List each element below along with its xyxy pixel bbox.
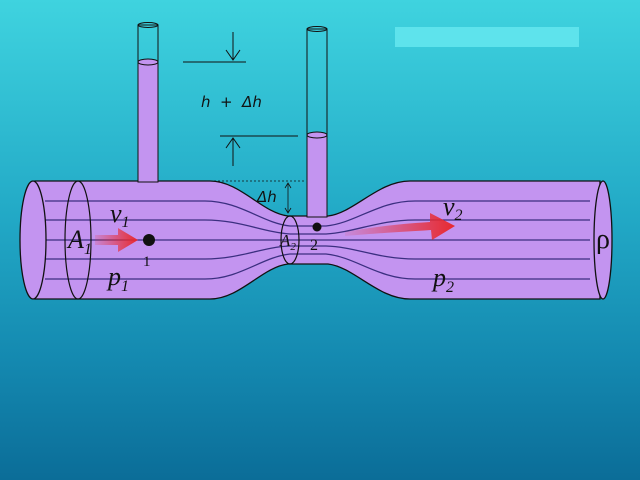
height-label: h + Δh xyxy=(201,93,262,111)
flow-arrow-2 xyxy=(345,213,455,240)
point-1-label: 1 xyxy=(143,254,151,270)
velocity-1-label: v1 xyxy=(110,199,130,231)
left-tube-liquid xyxy=(137,61,159,183)
point-2-marker xyxy=(312,222,322,232)
throat-cross-section xyxy=(280,215,300,265)
area-1-label: A1 xyxy=(66,225,92,258)
velocity-2-label: v2 xyxy=(443,192,463,224)
title-banner xyxy=(395,27,579,47)
flow-arrow-1 xyxy=(95,228,138,252)
point-1-marker xyxy=(143,234,155,246)
right-liquid-meniscus xyxy=(306,131,328,139)
density-label: ρ xyxy=(596,224,610,255)
pressure-1-label: p1 xyxy=(106,262,129,295)
left-tube-top xyxy=(137,22,159,28)
point-2-label: 2 xyxy=(310,237,318,254)
right-tube-liquid xyxy=(306,134,328,218)
delta-h-label: Δh xyxy=(256,188,277,206)
right-tube-top xyxy=(306,26,328,32)
inlet-cross-section xyxy=(19,180,47,300)
height-dimension xyxy=(183,32,298,166)
delta-h-dimension xyxy=(210,180,304,214)
pressure-2-label: p2 xyxy=(431,263,454,296)
outlet-cross-section xyxy=(593,180,613,300)
left-liquid-meniscus xyxy=(137,58,159,66)
section1-cross-section xyxy=(64,180,92,300)
area-2-label: A2 xyxy=(279,231,296,253)
